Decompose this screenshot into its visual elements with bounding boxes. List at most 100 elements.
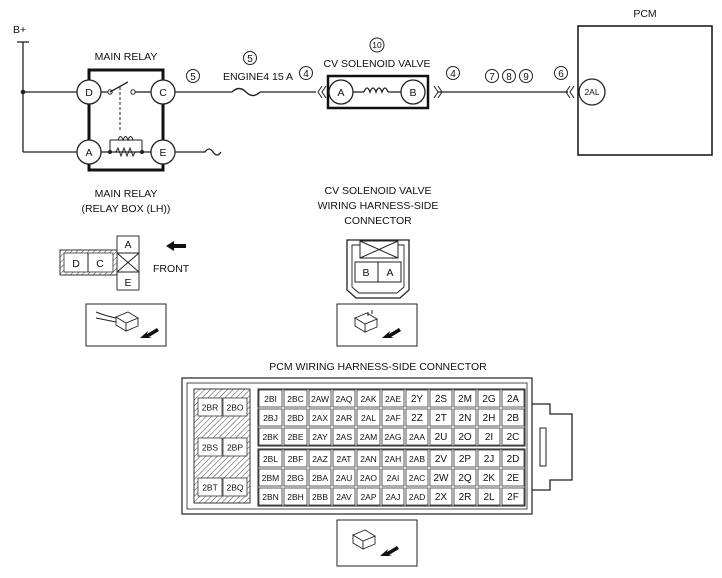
connector-pin-label: 2AF xyxy=(385,413,401,423)
connector-pin-cell xyxy=(477,389,501,408)
connector-pin-label: 2BK xyxy=(262,432,278,442)
connector-pin-cell xyxy=(429,449,453,468)
relay-title: MAIN RELAY xyxy=(95,51,158,63)
connector-pin-cell xyxy=(197,397,223,417)
connector-pin-cell xyxy=(258,389,283,408)
pcm-pin-2al xyxy=(578,78,606,106)
connector-pin-cell xyxy=(356,487,381,506)
connector-pin-cell xyxy=(477,427,501,446)
connector-pin-cell xyxy=(501,449,525,468)
fuse-label: ENGINE4 15 A xyxy=(223,71,293,83)
connector-pin-cell xyxy=(197,437,223,457)
connector-pin-cell xyxy=(356,449,381,468)
valve-conn-caption1: CV SOLENOID VALVE xyxy=(325,185,432,197)
connector-pin-cell xyxy=(308,408,332,427)
connector-pin-cell xyxy=(222,397,248,417)
connector-pin-cell xyxy=(308,389,332,408)
connector-pin-label: 2H xyxy=(483,413,496,424)
connector-pin-label: 2AD xyxy=(409,492,426,502)
connector-pin-cell xyxy=(283,389,308,408)
connector-pin-label: 2AQ xyxy=(335,394,352,404)
connector-pin-label: 2BH xyxy=(287,492,304,502)
connector-pin-cell xyxy=(429,427,453,446)
connector-pin-cell xyxy=(332,389,356,408)
connector-pin-cell xyxy=(429,389,453,408)
connector-pin-label: 2AP xyxy=(360,492,376,502)
connector-pin-cell xyxy=(429,408,453,427)
connector-pin-label: 2AG xyxy=(384,432,401,442)
connector-pin-label: 2V xyxy=(435,454,448,465)
connector-pin-label: 2F xyxy=(507,492,519,503)
connector-pin-label: 2BE xyxy=(287,432,303,442)
connector-pin-cell xyxy=(197,477,223,497)
relay-conn-a: A xyxy=(124,239,131,251)
connector-pin-label: 2BC xyxy=(287,394,304,404)
connector-pin-cell xyxy=(453,449,477,468)
connector-pin-label: 2AT xyxy=(337,454,352,464)
wire-number: 4 xyxy=(450,69,456,80)
connector-pin-label: 2G xyxy=(482,394,496,405)
connector-pin-label: 2BA xyxy=(312,473,328,483)
wire-number: 4 xyxy=(303,69,309,80)
valve-pin-a xyxy=(328,79,354,105)
connector-pin-label: 2AS xyxy=(336,432,352,442)
pcm-title: PCM xyxy=(633,8,656,20)
valve-pin-a-label: A xyxy=(337,87,344,99)
connector-pin-label: 2D xyxy=(507,454,520,465)
valve-title: CV SOLENOID VALVE xyxy=(324,58,431,70)
connector-pin-cell xyxy=(429,468,453,487)
connector-pin-cell xyxy=(283,427,308,446)
connector-pin-cell xyxy=(477,468,501,487)
connector-pin-label: 2U xyxy=(435,432,448,443)
connector-pin-cell xyxy=(381,449,405,468)
connector-pin-label: 2AV xyxy=(336,492,352,502)
connector-pin-label: 2BB xyxy=(312,492,328,502)
valve-connector-view: CV SOLENOID VALVE WIRING HARNESS-SIDE CO… xyxy=(318,185,438,347)
wire-number: 5 xyxy=(190,72,196,83)
connector-pin-label: 2AY xyxy=(312,432,328,442)
wire-number: 5 xyxy=(247,54,253,65)
relay-conn-e: E xyxy=(124,277,131,289)
connector-pin-label: 2J xyxy=(484,454,495,465)
connector-pin-label: 2BD xyxy=(287,413,304,423)
connector-pin-label: 2Z xyxy=(411,413,423,424)
connector-pin-label: 2BN xyxy=(262,492,279,502)
connector-pin-label: 2BI xyxy=(264,394,277,404)
connector-pin-cell xyxy=(332,427,356,446)
connector-pin-cell xyxy=(477,449,501,468)
connector-pin-label: 2AI xyxy=(387,473,400,483)
relay-pin-a xyxy=(76,139,102,165)
power-label: B+ xyxy=(13,24,26,36)
connector-pin-label: 2K xyxy=(483,473,496,484)
connector-pin-label: 2T xyxy=(435,413,447,424)
pcm-module: PCM 2AL xyxy=(577,8,713,156)
connector-pin-label: 2BO xyxy=(226,403,243,413)
wire-number: 8 xyxy=(506,72,512,83)
relay-pin-c-label: C xyxy=(159,87,167,99)
connector-pin-cell xyxy=(381,389,405,408)
relay-caption-line1: MAIN RELAY xyxy=(95,188,158,200)
connector-pin-cell xyxy=(356,389,381,408)
wire-numbers: 5 5 4 10 4 7 8 9 6 xyxy=(186,37,568,83)
connector-pin-cell xyxy=(405,468,429,487)
connector-pin-cell xyxy=(356,427,381,446)
main-relay: MAIN RELAY D C A E MAIN RELAY (RELAY BOX xyxy=(23,51,222,215)
connector-pin-label: 2AM xyxy=(360,432,377,442)
connector-pin-cell xyxy=(405,408,429,427)
front-label: FRONT xyxy=(153,263,190,275)
wire-number: 7 xyxy=(489,72,495,83)
connector-pin-label: 2B xyxy=(507,413,520,424)
main-wire xyxy=(175,85,575,99)
connector-pin-label: 2C xyxy=(507,432,520,443)
valve-conn-a: A xyxy=(386,267,393,279)
connector-pin-cell xyxy=(308,487,332,506)
valve-conn-b: B xyxy=(362,267,369,279)
connector-pin-cell xyxy=(283,468,308,487)
connector-pin-cell xyxy=(381,487,405,506)
cv-solenoid-valve: CV SOLENOID VALVE A B xyxy=(324,58,431,110)
relay-pin-e-label: E xyxy=(159,147,166,159)
power-source: B+ xyxy=(13,24,29,152)
connector-pin-cell xyxy=(308,449,332,468)
